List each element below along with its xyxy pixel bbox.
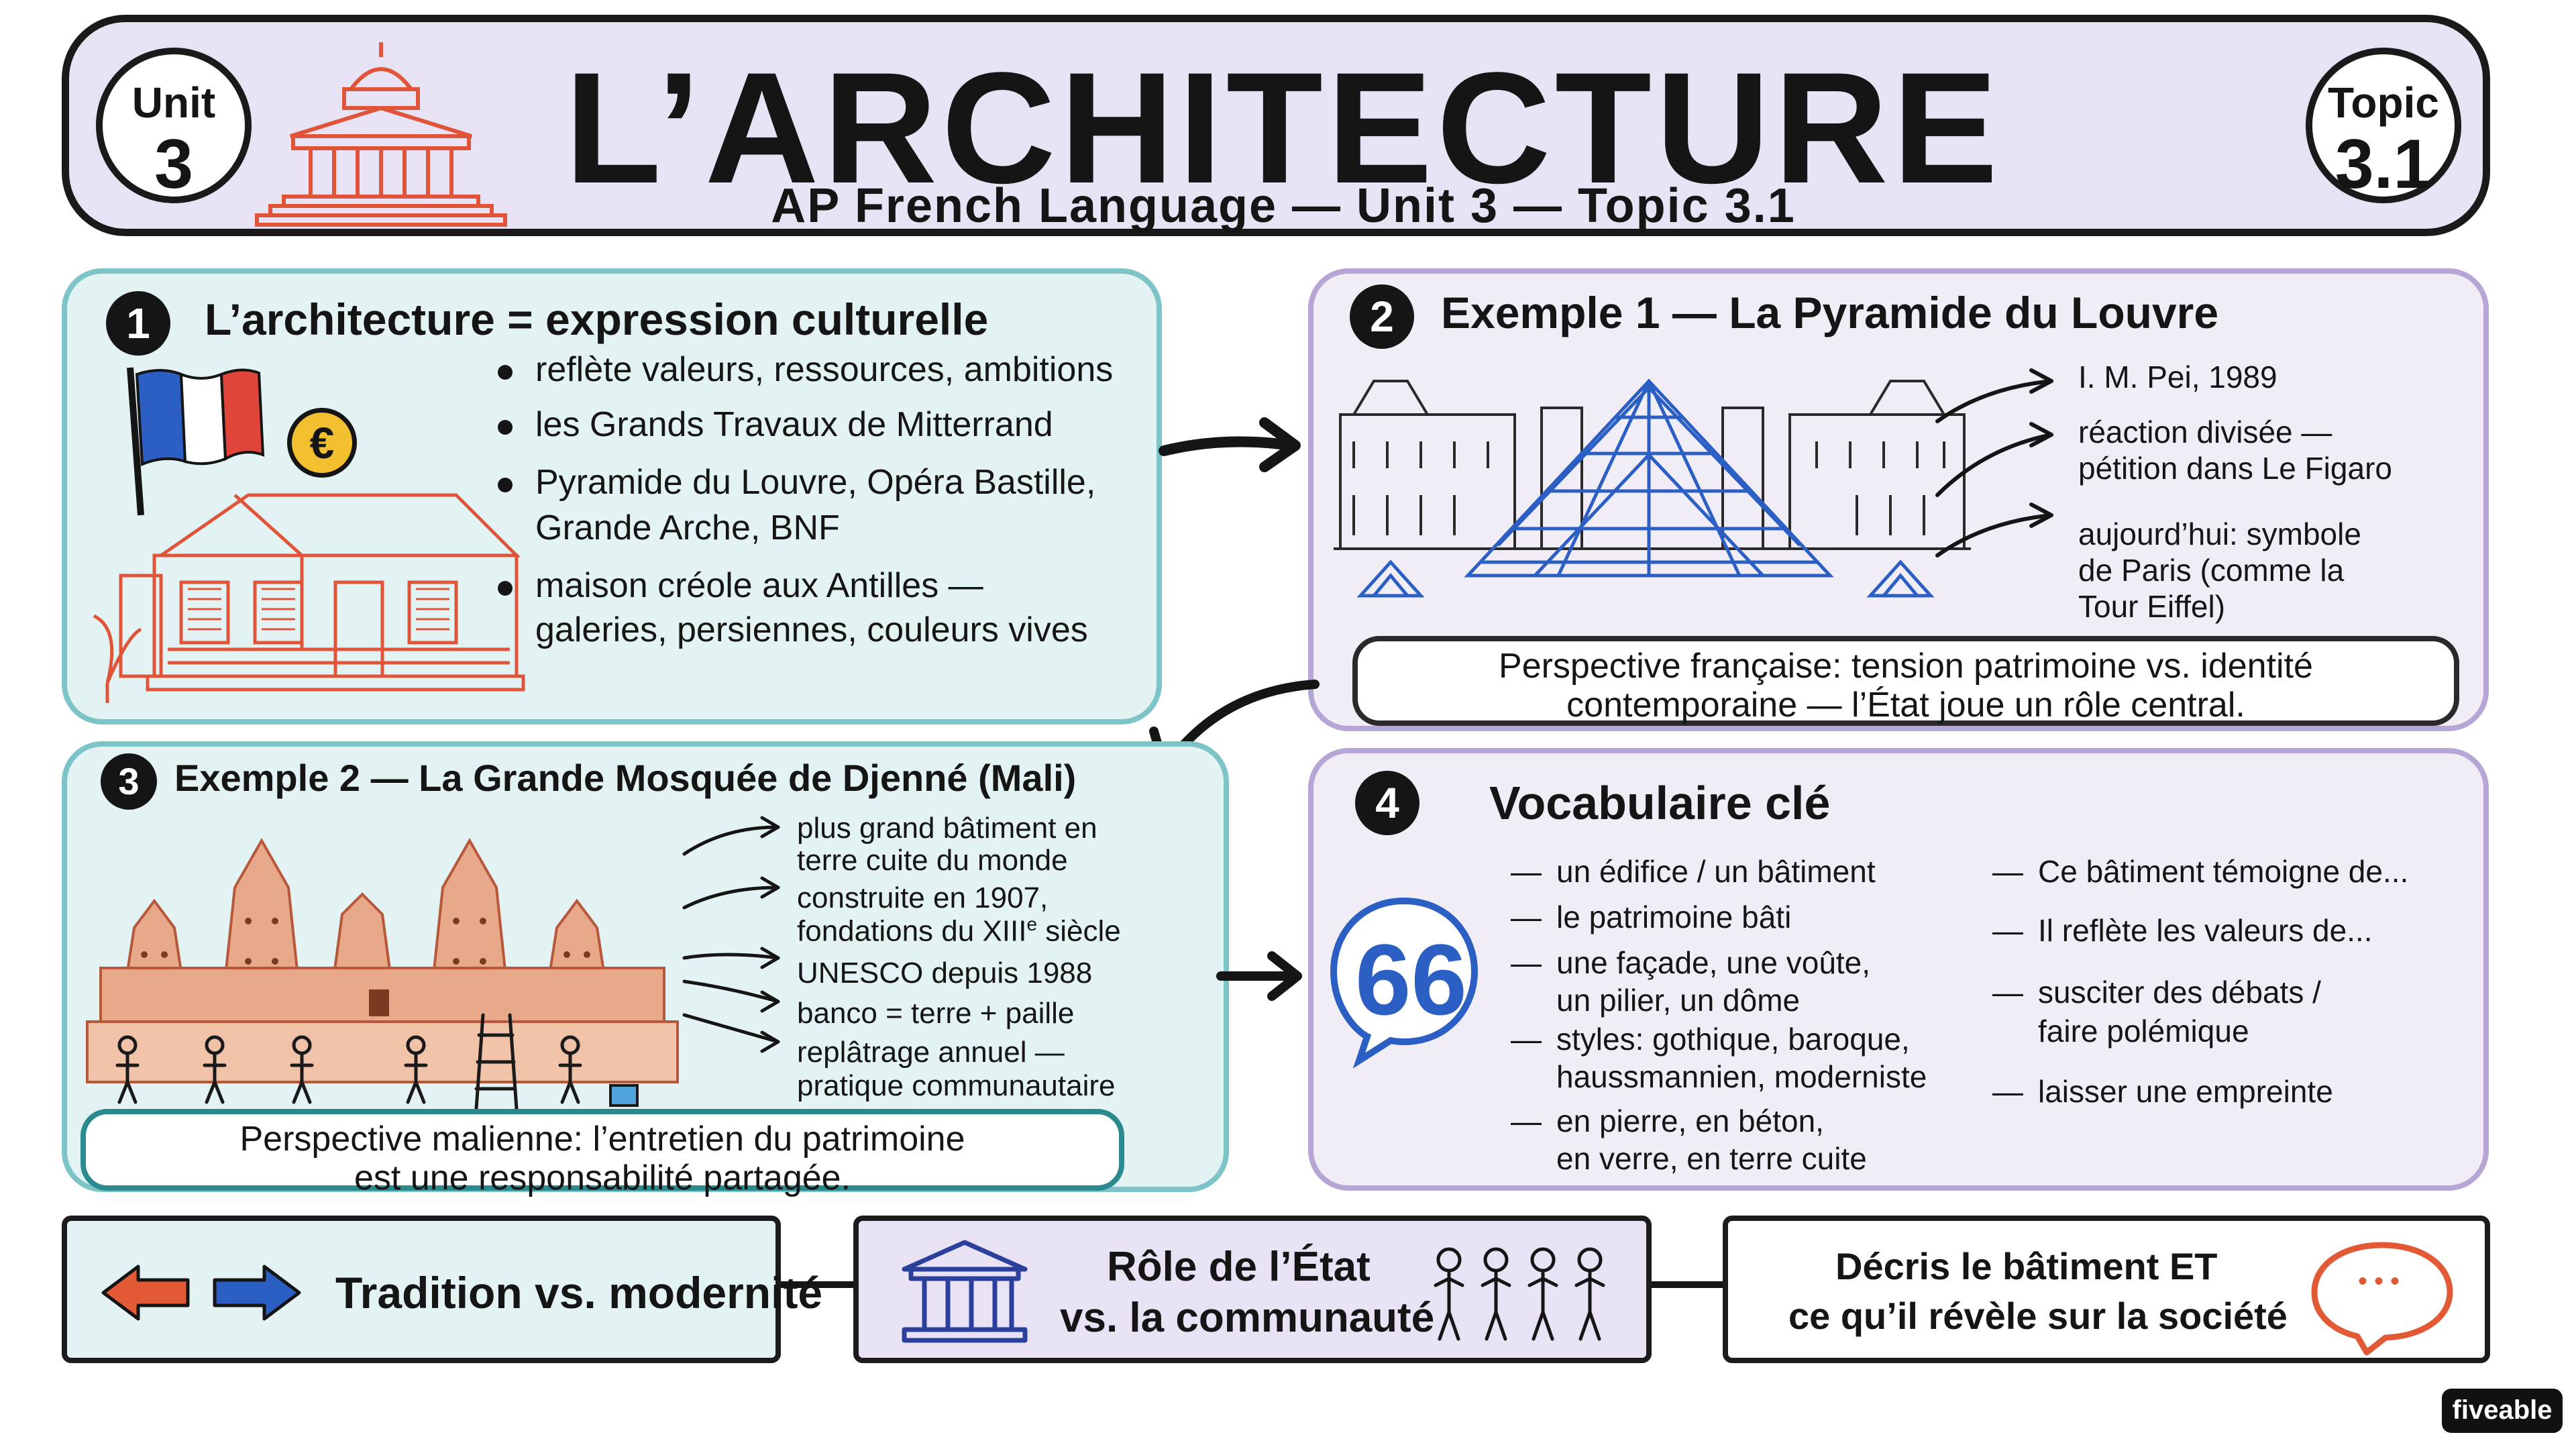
box-label: Rôle de l’État — [1107, 1244, 1371, 1290]
describe-box: Décris le bâtiment ET ce qu’il révèle su… — [1723, 1216, 2490, 1363]
vocab-continuation: en verre, en terre cuite — [1556, 1141, 1867, 1176]
note-text: Tour Eiffel) — [2078, 589, 2226, 624]
vocab-item: une façade, une voûte, — [1511, 945, 1870, 981]
arrow-right-icon — [1159, 417, 1301, 472]
panel-number: 1 — [106, 291, 170, 356]
euro-coin-icon: € — [287, 408, 357, 478]
panel-culture: 1 L’architecture = expression culturelle… — [62, 268, 1162, 724]
bullet-continuation: Grande Arche, BNF — [535, 508, 840, 547]
brand-logo: fiveable — [2442, 1389, 2563, 1433]
pantheon-icon — [255, 42, 507, 227]
phrase-item: laisser une empreinte — [1992, 1074, 2333, 1110]
phrase-item: Ce bâtiment témoigne de... — [1992, 854, 2408, 890]
panel-louvre: 2 Exemple 1 — La Pyramide du Louvre — [1308, 268, 2489, 731]
louvre-pyramid-icon — [1334, 378, 1971, 598]
quote-bubble-icon — [1330, 897, 1479, 1069]
arrow-right-icon — [682, 816, 780, 1053]
perspective-line: est une responsabilité partagée. — [354, 1159, 851, 1198]
box-label: Tradition vs. modernité — [335, 1268, 823, 1318]
vocab-item: styles: gothique, baroque, — [1511, 1022, 1910, 1058]
bullet-text: Pyramide du Louvre, Opéra Bastille, — [497, 460, 1095, 505]
page-title: L’ARCHITECTURE — [564, 40, 2002, 217]
perspective-line: Perspective malienne: l’entretien du pat… — [239, 1120, 965, 1159]
note-text: pratique communautaire — [797, 1069, 1116, 1102]
note-text: construite en 1907, — [797, 881, 1049, 914]
panel-title: Exemple 2 — La Grande Mosquée de Djenné … — [174, 757, 1077, 799]
note-text: UNESCO depuis 1988 — [797, 957, 1093, 989]
panel-vocabulary: 4 Vocabulaire clé 66 un édifice / un bât… — [1308, 748, 2489, 1191]
bullet-text: maison créole aux Antilles — — [498, 564, 983, 608]
perspective-box: Perspective française: tension patrimoin… — [1352, 636, 2459, 726]
perspective-line: contemporaine — l’État joue un rôle cent… — [1566, 686, 2245, 725]
french-flag-icon — [127, 367, 265, 516]
note-text-main: fondations du XIII — [797, 914, 1027, 948]
topic-badge-label: Topic — [2328, 78, 2439, 127]
ellipsis-dots: ••• — [2357, 1267, 2406, 1296]
note-text: I. M. Pei, 1989 — [2078, 360, 2277, 394]
note-text: fondations du XIIIe siècle — [797, 913, 1121, 949]
header-banner: Unit 3 L’ARCHITECTURE AP French Language… — [62, 15, 2490, 236]
unit-badge-number: 3 — [154, 125, 193, 203]
panel-number: 2 — [1350, 284, 1414, 349]
djenne-mosque-icon — [86, 837, 679, 1111]
bullet-text: les Grands Travaux de Mitterrand — [498, 402, 1053, 447]
bullet-continuation: galeries, persiennes, couleurs vives — [535, 610, 1088, 649]
box-label: Décris le bâtiment ET — [1835, 1245, 2218, 1287]
arrow-right-icon — [1216, 951, 1302, 1001]
connector-line — [778, 1281, 1731, 1288]
panel-djenne: 3 Exemple 2 — La Grande Mosquée de Djenn… — [62, 741, 1229, 1197]
quote-mark: 66 — [1355, 923, 1467, 1036]
page-subtitle: AP French Language — Unit 3 — Topic 3.1 — [771, 179, 1796, 233]
unit-badge: Unit 3 — [96, 48, 252, 203]
note-text-suffix: siècle — [1037, 914, 1121, 948]
state-role-box: Rôle de l’État vs. la communauté — [853, 1216, 1652, 1363]
vocab-continuation: haussmannien, moderniste — [1556, 1059, 1927, 1094]
note-text: terre cuite du monde — [797, 844, 1068, 877]
note-text: replâtrage annuel — — [797, 1036, 1065, 1069]
superscript-text: e — [1026, 914, 1038, 934]
perspective-box: Perspective malienne: l’entretien du pat… — [80, 1109, 1124, 1197]
panel-number: 3 — [101, 753, 157, 810]
perspective-line: Perspective française: tension patrimoin… — [1499, 647, 2313, 686]
left-right-arrows-icon — [101, 1265, 301, 1321]
note-text: de Paris (comme la — [2078, 553, 2345, 588]
phrase-continuation: faire polémique — [2038, 1014, 2249, 1049]
panel-title: Vocabulaire clé — [1489, 777, 1831, 829]
topic-badge: Topic 3.1 — [2306, 48, 2461, 203]
government-building-icon — [902, 1240, 1028, 1343]
vocab-item: en pierre, en béton, — [1511, 1104, 1824, 1140]
note-text: plus grand bâtiment en — [797, 812, 1097, 845]
phrase-item: Il reflète les valeurs de... — [1992, 913, 2373, 949]
note-text: pétition dans Le Figaro — [2078, 451, 2392, 486]
unit-badge-label: Unit — [131, 78, 216, 127]
vocab-item: un édifice / un bâtiment — [1511, 854, 1876, 890]
box-label: vs. la communauté — [1060, 1295, 1435, 1341]
creole-house-icon — [93, 493, 525, 703]
arrow-right-icon — [1935, 368, 2053, 557]
phrase-item: susciter des débats / — [1992, 975, 2321, 1011]
note-text: réaction divisée — — [2078, 415, 2332, 449]
tradition-box: Tradition vs. modernité — [62, 1216, 822, 1363]
people-icon — [1434, 1247, 1605, 1341]
bullet-text: reflète valeurs, ressources, ambitions — [497, 347, 1113, 392]
note-text: aujourd’hui: symbole — [2078, 517, 2361, 551]
box-label: ce qu’il révèle sur la société — [1788, 1295, 2288, 1337]
panel-title: L’architecture = expression culturelle — [205, 294, 989, 344]
speech-bubble-icon — [2311, 1242, 2453, 1356]
topic-badge-number: 3.1 — [2334, 125, 2432, 203]
panel-title: Exemple 1 — La Pyramide du Louvre — [1441, 288, 2219, 337]
vocab-continuation: un pilier, un dôme — [1556, 983, 1801, 1018]
vocab-item: le patrimoine bâti — [1511, 900, 1791, 936]
note-text: banco = terre + paille — [797, 997, 1075, 1030]
panel-number: 4 — [1355, 771, 1419, 835]
